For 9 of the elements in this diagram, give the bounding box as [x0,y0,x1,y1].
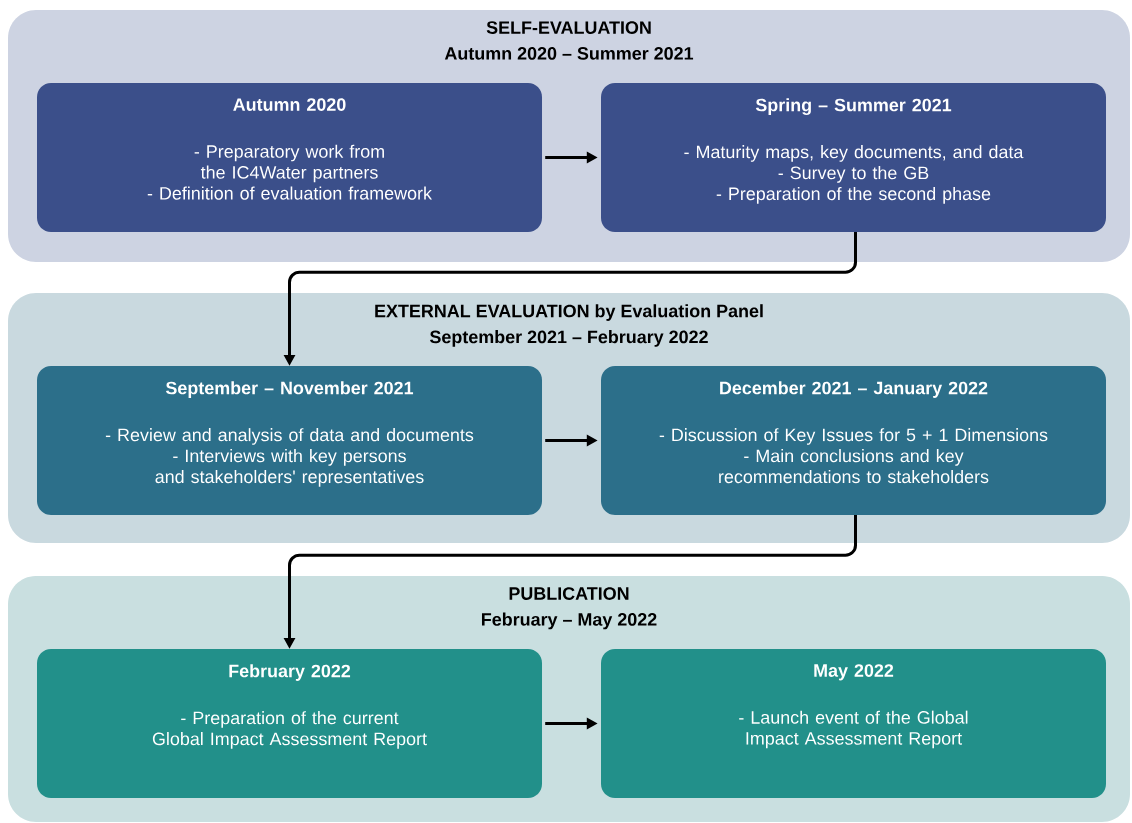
phase-heading: SELF-EVALUATION Autumn 2020 – Summer 2021 [444,21,694,60]
phase-box: February 2022 - Preparation of the current Global Impact Assessment Report [37,649,542,798]
phase-heading: PUBLICATION February – May 2022 [482,587,657,630]
phase-heading: EXTERNAL EVALUATION by Evaluation Panel September 2021 – February 2022 [375,304,763,347]
phase-box: May 2022 - Launch event of the Global Impact Assessment Report [601,649,1106,798]
phase-box: September – November 2021 - Review and analysis of data and documents - Interviews with key persons and stakeholders' representatives [37,366,542,515]
phase-box: Spring – Summer 2021 - Maturity maps, key documents, and data - Survey to the GB - Preparation of the second phase [601,83,1106,232]
phase-box: Autumn 2020 - Preparatory work from the IC4Water partners - Definition of evaluation framework [37,83,542,232]
phase-box: December 2021 – January 2022 - Discussion of Key Issues for 5 + 1 Dimensions - Main conclusions and key recommendations to stakeholders [601,366,1106,515]
